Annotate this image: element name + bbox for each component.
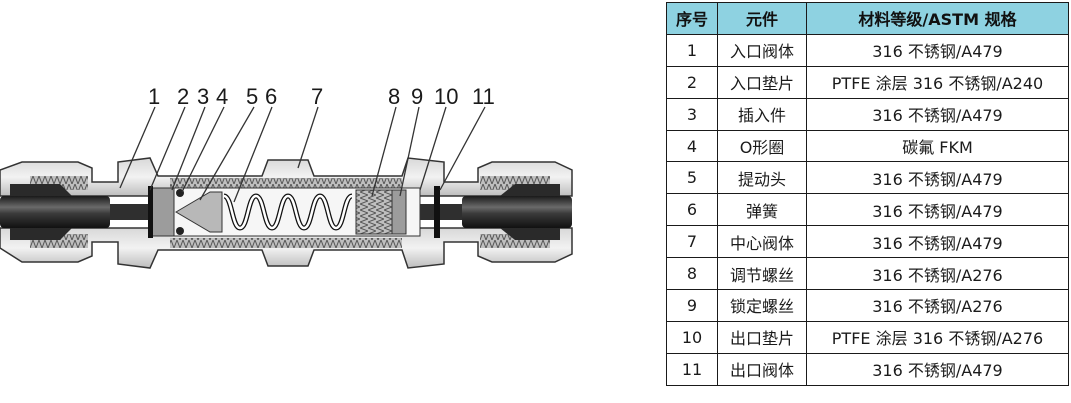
- callout-4: 4: [216, 84, 228, 109]
- row-number: 4: [666, 129, 718, 163]
- left-ferrule-bottom: [10, 228, 72, 240]
- row-part: O形圈: [717, 129, 807, 163]
- row-number: 9: [666, 289, 718, 322]
- row-number: 6: [666, 193, 718, 227]
- callout-10: 10: [434, 84, 458, 109]
- callout-leaders: [119, 106, 486, 203]
- left-ferrule-top: [10, 184, 72, 196]
- callout-labels: 1 2 3 4 5 6 7 8 9 10 11: [148, 84, 495, 109]
- row-part: 弹簧: [717, 193, 807, 227]
- row-part: 锁定螺丝: [717, 289, 807, 322]
- row-number: 3: [666, 97, 718, 131]
- row-number: 1: [666, 33, 718, 67]
- o-ring-bottom: [176, 227, 184, 235]
- row-material: 316 不锈钢/A479: [806, 97, 1069, 131]
- inlet-bore: [110, 204, 152, 220]
- row-part: 出口阀体: [717, 352, 807, 386]
- callout-1: 1: [148, 84, 160, 109]
- row-material: 316 不锈钢/A479: [806, 225, 1069, 259]
- row-part: 插入件: [717, 97, 807, 131]
- row-number: 7: [666, 225, 718, 259]
- callout-8: 8: [388, 84, 400, 109]
- inlet-gasket: [148, 186, 153, 238]
- insert: [151, 187, 175, 237]
- header-material: 材料等级/ASTM 规格: [806, 2, 1069, 35]
- row-material: 碳氟 FKM: [806, 129, 1069, 163]
- locking-screw: [391, 189, 407, 235]
- row-part: 入口垫片: [717, 65, 807, 99]
- row-material: 316 不锈钢/A479: [806, 352, 1069, 386]
- spring: [222, 193, 354, 231]
- row-part: 入口阀体: [717, 33, 807, 67]
- row-material: 316 不锈钢/A276: [806, 257, 1069, 291]
- row-material: PTFE 涂层 316 不锈钢/A276: [806, 320, 1069, 354]
- row-material: 316 不锈钢/A479: [806, 161, 1069, 195]
- row-number: 2: [666, 65, 718, 99]
- header-part: 元件: [717, 2, 807, 35]
- header-number: 序号: [666, 2, 718, 35]
- adjusting-screw: [355, 189, 393, 235]
- right-ferrule-bottom: [500, 228, 560, 240]
- row-number: 11: [666, 352, 718, 386]
- row-part: 中心阀体: [717, 225, 807, 259]
- poppet: [175, 191, 223, 233]
- callout-3: 3: [197, 84, 209, 109]
- callout-6: 6: [265, 84, 277, 109]
- callout-7: 7: [311, 84, 323, 109]
- outlet-gasket: [434, 186, 440, 238]
- callout-9: 9: [411, 84, 423, 109]
- callout-2: 2: [177, 84, 189, 109]
- row-material: 316 不锈钢/A479: [806, 33, 1069, 67]
- table-header-row: 序号 元件 材料等级/ASTM 规格: [666, 2, 1069, 35]
- outlet-bore: [420, 204, 462, 220]
- center-thread-bottom: [170, 238, 402, 248]
- outlet-tube: [462, 196, 572, 228]
- right-ferrule-top: [500, 184, 560, 196]
- row-number: 8: [666, 257, 718, 291]
- row-material: PTFE 涂层 316 不锈钢/A240: [806, 65, 1069, 99]
- row-number: 10: [666, 320, 718, 354]
- row-part: 调节螺丝: [717, 257, 807, 291]
- callout-5: 5: [246, 84, 258, 109]
- center-thread-top: [170, 178, 402, 188]
- inlet-tube: [0, 196, 110, 228]
- row-material: 316 不锈钢/A276: [806, 289, 1069, 322]
- valve-body-top: [0, 157, 573, 197]
- check-valve-cross-section: 1 2 3 4 5 6 7 8 9 10 11: [0, 84, 573, 269]
- row-part: 提动头: [717, 161, 807, 195]
- callout-11: 11: [472, 84, 495, 109]
- row-number: 5: [666, 161, 718, 195]
- row-material: 316 不锈钢/A479: [806, 193, 1069, 227]
- row-part: 出口垫片: [717, 320, 807, 354]
